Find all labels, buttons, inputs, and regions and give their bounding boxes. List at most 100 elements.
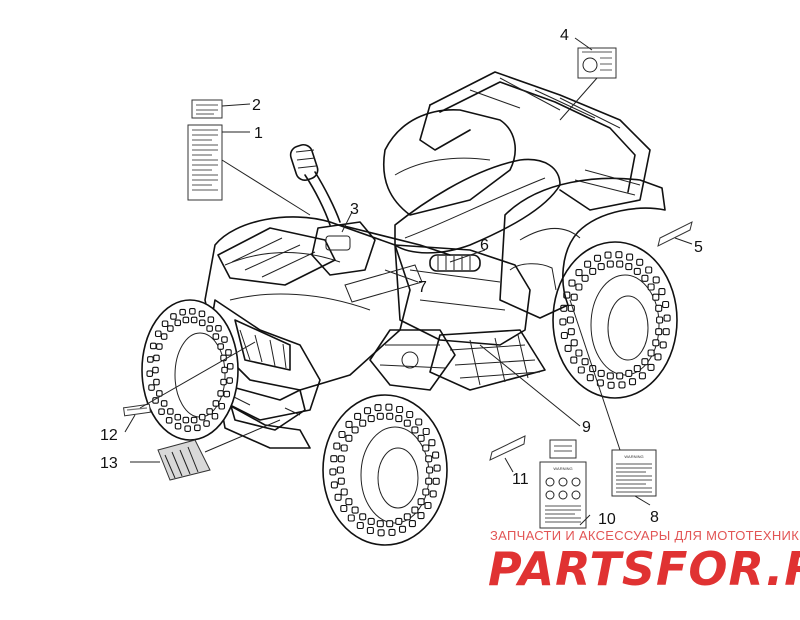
tread-block (403, 513, 411, 521)
tread-block (618, 381, 626, 389)
tread-block (206, 408, 213, 415)
callout-3: 3 (350, 201, 359, 218)
tread-block (146, 370, 154, 377)
tread-block (638, 372, 646, 380)
tread-block (408, 520, 416, 528)
callout-12: 12 (100, 427, 118, 444)
callout-7: 7 (418, 279, 427, 296)
tread-block (170, 313, 177, 320)
tread-block (167, 408, 174, 415)
tread-block (184, 425, 191, 432)
tread-block (411, 506, 419, 514)
decal-4 (577, 47, 617, 79)
tread-block (607, 381, 615, 389)
tread-block (584, 260, 592, 268)
tread-block (564, 344, 572, 352)
tread-block (351, 426, 359, 434)
leader-lines (124, 37, 693, 526)
tread-block (330, 481, 338, 489)
tread-block (398, 525, 407, 533)
tread-block (406, 410, 414, 419)
callout-9: 9 (582, 419, 591, 436)
tread-block (636, 258, 644, 266)
tread-block (182, 316, 190, 324)
decal-9 (549, 439, 577, 459)
tread-block (425, 455, 433, 463)
tread-block (647, 349, 655, 357)
tread-block (376, 520, 384, 528)
tread-block (575, 283, 583, 291)
tread-block (345, 498, 353, 506)
tread-block (432, 477, 440, 485)
tread-block (581, 358, 589, 366)
tread-block (386, 412, 394, 420)
callout-5: 5 (694, 239, 703, 256)
tread-block (597, 369, 605, 377)
tread-block (194, 424, 201, 432)
tread-block (174, 422, 182, 430)
callout-10: 10 (598, 511, 616, 528)
tread-block (655, 304, 663, 312)
tread-block (329, 468, 337, 476)
tread-block (577, 366, 585, 374)
tread-block (662, 328, 670, 336)
tread-block (633, 365, 641, 373)
tread-block (340, 444, 348, 452)
tread-block (395, 517, 403, 525)
tread-block (356, 521, 364, 530)
tread-block (337, 477, 345, 485)
atv-body (204, 71, 666, 449)
tread-block (366, 526, 374, 535)
tread-block (625, 263, 633, 271)
tread-block (625, 369, 633, 377)
tread-block (374, 404, 382, 412)
tread-block (215, 325, 222, 332)
tread-block (659, 341, 667, 349)
tread-block (426, 466, 434, 474)
front-left-wheel (141, 299, 239, 441)
decal-10: WARNING (539, 461, 587, 529)
tread-block (207, 316, 215, 323)
tread-block (570, 356, 578, 364)
tread-block (429, 490, 437, 498)
tread-block (570, 293, 578, 301)
tread-block (226, 363, 234, 370)
tread-block (165, 417, 173, 424)
tread-block (345, 420, 353, 428)
tread-block (203, 420, 210, 427)
tread-block (633, 267, 641, 275)
tread-block (153, 378, 160, 386)
tread-block (655, 328, 663, 336)
decal-8: WARNING (611, 449, 657, 497)
tread-block (386, 520, 394, 528)
callout-11: 11 (512, 471, 529, 488)
tread-block (211, 412, 219, 420)
decal-13 (157, 439, 211, 481)
tread-block (663, 314, 671, 322)
callout-4: 4 (560, 27, 569, 44)
tread-block (149, 342, 157, 350)
tread-block (174, 319, 182, 327)
tread-block (212, 400, 220, 407)
tread-block (641, 358, 649, 366)
tread-block (221, 366, 228, 374)
tread-block (615, 251, 623, 259)
watermark-tagline: ЗАПЧАСТИ И АКСЕССУАРЫ ДЛЯ МОТОТЕХНИКИ (490, 528, 800, 543)
tread-block (606, 260, 614, 268)
tread-block (424, 501, 432, 510)
tread-block (568, 279, 576, 287)
tread-block (345, 434, 353, 442)
tread-block (198, 310, 206, 318)
tread-block (597, 263, 605, 271)
tread-block (217, 390, 224, 397)
tread-block (616, 260, 624, 268)
decal-11 (489, 435, 526, 461)
tread-block (652, 276, 660, 284)
tread-block (388, 528, 396, 536)
tread-block (570, 339, 578, 347)
tread-block (411, 426, 419, 434)
tread-block (206, 325, 213, 332)
decal-8-header: WARNING (624, 454, 643, 459)
tread-block (652, 339, 660, 347)
